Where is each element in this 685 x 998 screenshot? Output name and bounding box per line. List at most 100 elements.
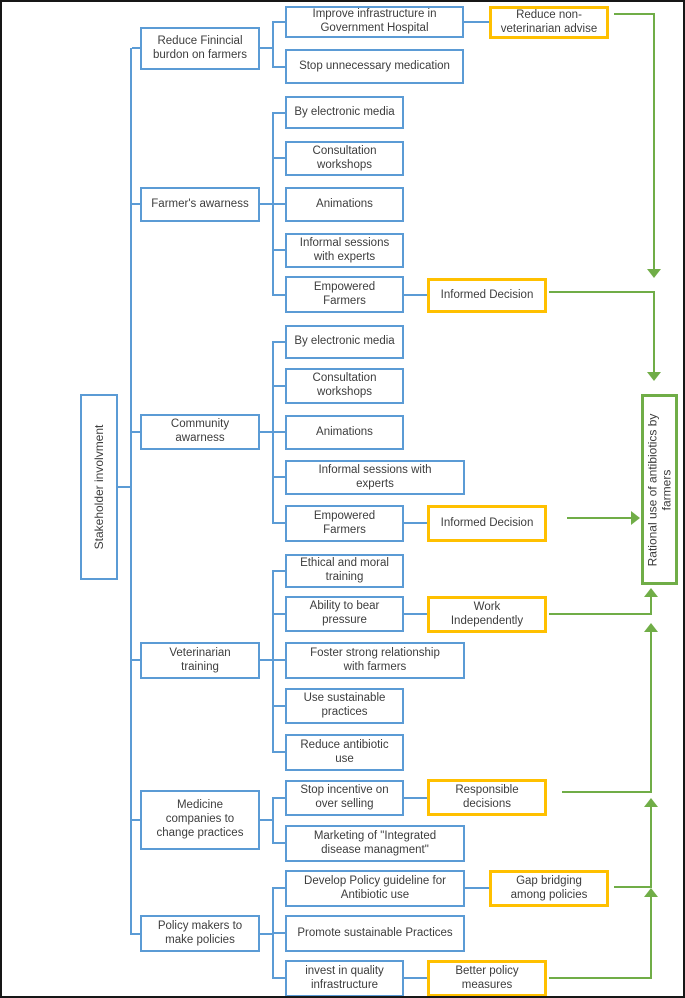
node-consultation-workshops-community: Consultation workshops — [285, 368, 404, 404]
tree-connector-line — [130, 48, 132, 935]
node-promote-sustainable-practices-label: Promote sustainable Practices — [297, 926, 453, 939]
flow-connector-line — [653, 13, 655, 269]
tree-connector-line — [132, 431, 140, 433]
tree-connector-line — [274, 431, 285, 433]
node-better-policy-measures-label: Better policy measures — [455, 964, 519, 991]
tree-connector-line — [274, 522, 285, 524]
node-policy-makers: Policy makers to make policies — [140, 915, 260, 952]
flow-connector-line — [650, 897, 652, 979]
tree-connector-line — [274, 751, 285, 753]
node-empowered-farmers-2: Empowered Farmers — [285, 505, 404, 542]
tree-connector-line — [132, 659, 140, 661]
node-informal-sessions-farmers: Informal sessions with experts — [285, 233, 404, 268]
arrowhead-down-icon — [647, 269, 661, 278]
tree-connector-line — [132, 933, 140, 935]
node-gap-bridging-policies-label: Gap bridging among policies — [510, 874, 588, 901]
node-animations-farmers-label: Animations — [316, 197, 373, 210]
node-by-electronic-media-community-label: By electronic media — [294, 335, 395, 348]
node-ethical-moral-training-label: Ethical and moral training — [300, 557, 389, 583]
node-empowered-farmers-1-label: Empowered Farmers — [313, 280, 376, 307]
tree-connector-line — [132, 819, 140, 821]
arrowhead-up-icon — [644, 623, 658, 632]
tree-connector-line — [404, 613, 427, 615]
tree-connector-line — [465, 887, 489, 889]
node-marketing-integrated-label: Marketing of "Integrated disease managme… — [313, 829, 437, 856]
tree-connector-line — [132, 203, 140, 205]
tree-connector-line — [274, 249, 285, 251]
node-animations-community-label: Animations — [316, 425, 373, 438]
tree-connector-line — [274, 341, 285, 343]
node-better-policy-measures: Better policy measures — [427, 960, 547, 996]
node-stop-unnecessary-medication-label: Stop unnecessary medication — [299, 59, 450, 72]
node-reduce-non-veterinarian-advise-label: Reduce non- veterinarian advise — [500, 8, 598, 35]
node-informal-sessions-farmers-label: Informal sessions with experts — [299, 236, 390, 263]
node-rational-use-antibiotics-label: Rational use of antibiotics by farmers — [645, 413, 674, 566]
node-ability-bear-pressure-label: Ability to bear pressure — [309, 600, 380, 626]
tree-connector-line — [274, 21, 285, 23]
node-farmers-awareness: Farmer's awarness — [140, 187, 260, 222]
tree-connector-line — [260, 47, 272, 49]
node-rational-use-antibiotics: Rational use of antibiotics by farmers — [641, 394, 678, 585]
node-reduce-non-veterinarian-advise: Reduce non- veterinarian advise — [489, 6, 609, 39]
node-responsible-decisions-label: Responsible decisions — [455, 783, 519, 810]
node-foster-relationship-label: Foster strong relationship with farmers — [310, 646, 440, 673]
tree-connector-line — [260, 659, 272, 661]
flow-connector-line — [614, 13, 655, 15]
tree-connector-line — [272, 112, 274, 296]
tree-connector-line — [274, 570, 285, 572]
tree-connector-line — [274, 705, 285, 707]
tree-connector-line — [274, 66, 285, 68]
flow-connector-line — [650, 632, 652, 793]
tree-connector-line — [260, 203, 272, 205]
tree-connector-line — [274, 613, 285, 615]
tree-connector-line — [274, 112, 285, 114]
arrowhead-right-icon — [631, 511, 640, 525]
node-develop-policy-guideline: Develop Policy guideline for Antibiotic … — [285, 870, 465, 907]
node-veterinarian-training: Veterinarian training — [140, 642, 260, 679]
tree-connector-line — [272, 341, 274, 524]
tree-connector-line — [274, 203, 285, 205]
node-animations-farmers: Animations — [285, 187, 404, 222]
node-by-electronic-media-community: By electronic media — [285, 325, 404, 359]
node-reduce-financial-burden: Reduce Finincial burdon on farmers — [140, 27, 260, 70]
node-by-electronic-media-farmers: By electronic media — [285, 96, 404, 129]
tree-connector-line — [272, 570, 274, 753]
arrowhead-up-icon — [644, 798, 658, 807]
flow-connector-line — [549, 291, 655, 293]
tree-connector-line — [260, 819, 272, 821]
node-informal-sessions-community-label: Informal sessions with experts — [318, 463, 432, 490]
node-reduce-financial-burden-label: Reduce Finincial burdon on farmers — [153, 34, 247, 61]
tree-connector-line — [274, 797, 285, 799]
node-informed-decision-2-label: Informed Decision — [440, 516, 534, 529]
node-informed-decision-2: Informed Decision — [427, 505, 547, 542]
tree-connector-line — [274, 476, 285, 478]
tree-connector-line — [464, 21, 489, 23]
node-ethical-moral-training: Ethical and moral training — [285, 554, 404, 588]
node-ability-bear-pressure: Ability to bear pressure — [285, 596, 404, 632]
node-responsible-decisions: Responsible decisions — [427, 779, 547, 816]
node-by-electronic-media-farmers-label: By electronic media — [294, 105, 395, 118]
tree-connector-line — [274, 977, 285, 979]
node-animations-community: Animations — [285, 415, 404, 450]
flow-connector-line — [549, 613, 652, 615]
node-improve-infrastructure: Improve infrastructure in Government Hos… — [285, 6, 464, 38]
node-informed-decision-1: Informed Decision — [427, 278, 547, 313]
tree-connector-line — [274, 385, 285, 387]
flow-connector-line — [549, 977, 652, 979]
node-policy-makers-label: Policy makers to make policies — [157, 919, 243, 946]
node-consultation-workshops-farmers-label: Consultation workshops — [312, 144, 377, 171]
tree-connector-line — [260, 431, 272, 433]
flow-connector-line — [653, 291, 655, 372]
node-stop-incentive-overselling-label: Stop incentive on over selling — [300, 784, 389, 810]
flow-connector-line — [614, 886, 652, 888]
node-empowered-farmers-2-label: Empowered Farmers — [313, 509, 376, 536]
tree-connector-line — [118, 486, 131, 488]
node-medicine-companies: Medicine companies to change practices — [140, 790, 260, 850]
node-improve-infrastructure-label: Improve infrastructure in Government Hos… — [312, 8, 437, 34]
tree-connector-line — [404, 294, 427, 296]
node-work-independently: Work Independently — [427, 596, 547, 633]
tree-connector-line — [274, 932, 285, 934]
node-reduce-antibiotic-use: Reduce antibiotic use — [285, 734, 404, 771]
tree-connector-line — [132, 47, 140, 49]
